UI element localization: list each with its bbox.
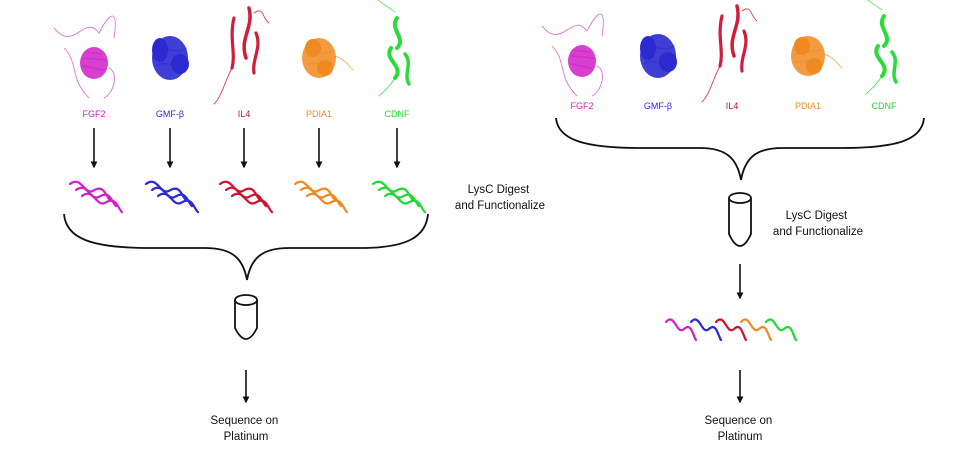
protein-label: PDIA1 (306, 109, 332, 119)
protein-label: FGF2 (570, 101, 593, 111)
protein-label: FGF2 (82, 109, 105, 119)
left-final-label: Sequence on Platinum (211, 415, 282, 443)
il4-structure-icon (213, 6, 270, 105)
cdnf-structure-icon (865, 0, 898, 95)
protein-label: GMF-β (156, 109, 184, 119)
peptide-group (68, 180, 124, 214)
step-label-line-1: LysC Digest (786, 210, 848, 222)
left-step-label: LysC Digest and Functionalize (455, 184, 545, 212)
il4-structure-icon (701, 4, 758, 103)
peptide-group (218, 180, 274, 214)
step-label-line-2: and Functionalize (455, 200, 545, 212)
pdia1-structure-icon (302, 38, 354, 78)
right-tube-icon (728, 192, 752, 247)
right-peptide-mixture (664, 318, 798, 342)
peptide-strand (383, 192, 427, 214)
left-panel: FGF2 GMF-β IL4 PDIA1 CDNF LysC Digest and Fu… (53, 0, 545, 443)
final-label-line-1: Sequence on (705, 415, 773, 427)
step-label-line-2: and Functionalize (773, 226, 863, 238)
peptide-strand (156, 192, 200, 214)
protein-label: IL4 (238, 109, 251, 119)
peptide-strand (230, 192, 274, 214)
peptide-strand (80, 192, 124, 214)
gmfb-structure-icon (152, 36, 189, 80)
left-tube-icon (234, 294, 258, 340)
protein-label: CDNF (872, 101, 897, 111)
left-protein-arrows (90, 128, 401, 169)
final-label-line-2: Platinum (224, 431, 269, 443)
right-protein-structures (541, 0, 898, 103)
cdnf-structure-icon (377, 0, 411, 97)
left-protein-structures (53, 0, 411, 105)
left-peptide-groups (68, 180, 427, 214)
right-step-label: LysC Digest and Functionalize (773, 210, 863, 238)
right-panel: FGF2 GMF-β IL4 PDIA1 CDNF LysC Digest and Fu… (541, 0, 925, 443)
peptide-strand (764, 318, 798, 342)
left-brace (63, 213, 429, 281)
protein-label: IL4 (726, 101, 739, 111)
left-protein-labels: FGF2 GMF-β IL4 PDIA1 CDNF (82, 109, 410, 119)
peptide-group (371, 180, 427, 214)
protein-label: PDIA1 (795, 101, 821, 111)
peptide-strand (305, 192, 349, 214)
peptide-strand (714, 318, 748, 342)
peptide-strand (739, 318, 773, 342)
right-protein-labels: FGF2 GMF-β IL4 PDIA1 CDNF (570, 101, 897, 111)
fgf2-structure-icon (53, 15, 116, 99)
protein-label: CDNF (385, 109, 410, 119)
gmfb-structure-icon (640, 34, 677, 78)
final-label-line-1: Sequence on (211, 415, 279, 427)
peptide-strand (664, 318, 698, 342)
protein-label: GMF-β (644, 101, 672, 111)
pdia1-structure-icon (791, 36, 843, 76)
peptide-group (144, 180, 200, 214)
right-final-label: Sequence on Platinum (705, 415, 776, 443)
final-label-line-2: Platinum (718, 431, 763, 443)
step-label-line-1: LysC Digest (468, 184, 530, 196)
right-brace (555, 117, 925, 181)
peptide-group (293, 180, 349, 214)
peptide-strand (689, 318, 723, 342)
fgf2-structure-icon (541, 13, 604, 97)
